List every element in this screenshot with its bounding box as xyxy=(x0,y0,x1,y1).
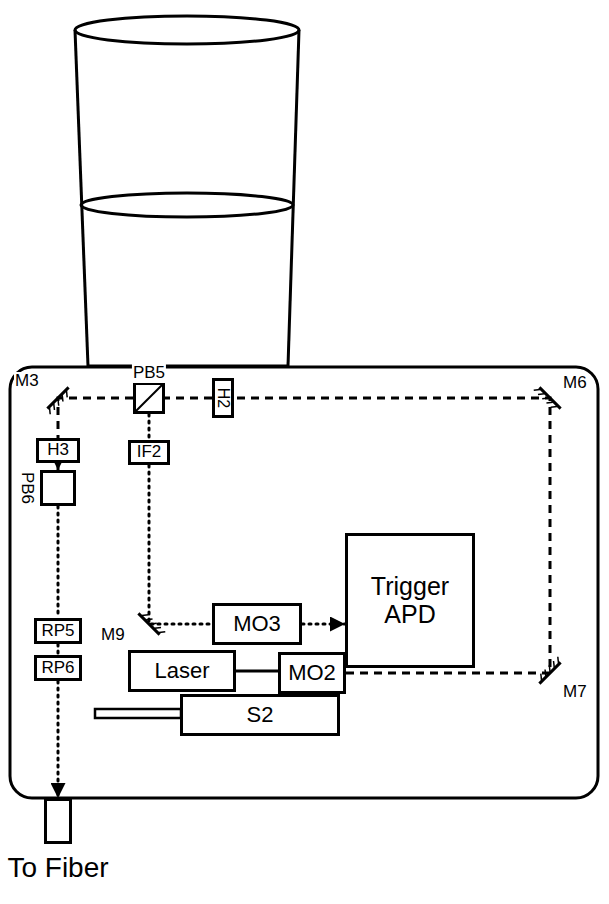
beam-path xyxy=(148,414,151,440)
beam-path xyxy=(57,644,60,655)
component-name: Laser xyxy=(154,659,209,683)
cup xyxy=(75,16,299,366)
component-name: PB6 xyxy=(18,472,37,504)
component-name: RP6 xyxy=(41,659,74,678)
component-name: To Fiber xyxy=(7,853,108,884)
component-name: MO3 xyxy=(233,612,281,636)
mirror-label: M3 xyxy=(14,372,40,391)
component-name: RP5 xyxy=(41,622,74,641)
component-box: Laser xyxy=(128,650,236,692)
component-name: IF2 xyxy=(137,443,162,462)
component-box: Trigger APD xyxy=(345,533,475,668)
mirror-label: M6 xyxy=(562,374,588,393)
component-box: MO3 xyxy=(212,603,302,645)
component-name: Trigger APD xyxy=(351,573,469,628)
component-name: H3 xyxy=(47,441,69,460)
component-box: H3 xyxy=(36,438,80,463)
beam-path xyxy=(165,397,212,400)
component-box: S2 xyxy=(180,694,340,736)
component-box: RP5 xyxy=(34,618,82,644)
translation-rod xyxy=(95,709,181,718)
beam-path xyxy=(58,398,133,438)
component-name: PB5 xyxy=(132,364,166,383)
mirror-label: M7 xyxy=(562,683,588,702)
component-box: IF2 xyxy=(128,440,170,465)
beam-path xyxy=(57,463,60,470)
mirror-label: M9 xyxy=(100,626,126,645)
beam-splitter-cube: PB5 xyxy=(133,382,165,414)
beam-path xyxy=(302,623,345,626)
beam-path xyxy=(236,670,278,673)
component-box: MO2 xyxy=(278,652,346,694)
beam-path xyxy=(57,681,60,798)
component-name: H2 xyxy=(214,388,232,408)
component-name: MO2 xyxy=(288,661,336,685)
cube-diagonal xyxy=(136,385,162,411)
beam-path xyxy=(57,506,60,618)
beam-path xyxy=(149,465,212,624)
component-box: H2 xyxy=(212,378,234,418)
optical-board xyxy=(10,367,598,798)
component-name: S2 xyxy=(247,703,274,727)
component-box: To Fiber xyxy=(44,798,72,844)
component-box: PB6 xyxy=(40,470,76,506)
component-box: RP6 xyxy=(34,655,82,681)
